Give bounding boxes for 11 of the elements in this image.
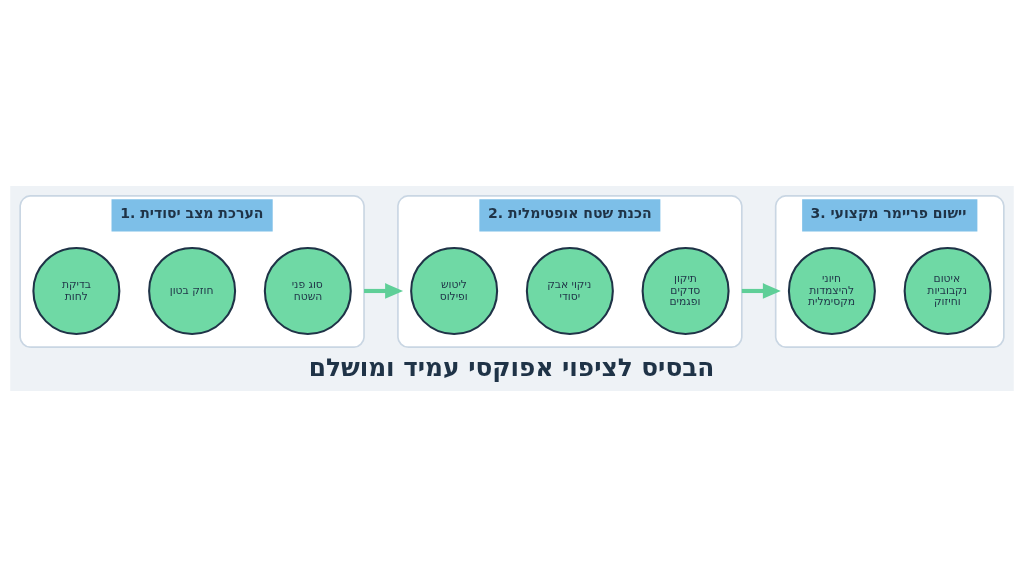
node-circle: תיקון סדקים ופגמים bbox=[641, 246, 730, 335]
node-circle: בדיקת לחות bbox=[32, 246, 121, 335]
node-circle: ניקוי אבק יסודי bbox=[525, 246, 614, 335]
node-circle: איטום נקבוביות וחיזוק bbox=[903, 246, 992, 335]
arrow bbox=[364, 282, 404, 299]
diagram-title: הבסיס לציפוי אפוקסי עמיד ומושלם bbox=[308, 352, 715, 382]
node-circle: חוזק בטון bbox=[148, 246, 237, 335]
node-circle: ליטוש ופילוס bbox=[410, 246, 499, 335]
node-circle: חיוני להיצמדות מקסימלית bbox=[787, 246, 876, 335]
node-circle: סוג פני השטח bbox=[263, 246, 352, 335]
arrow bbox=[741, 282, 781, 299]
